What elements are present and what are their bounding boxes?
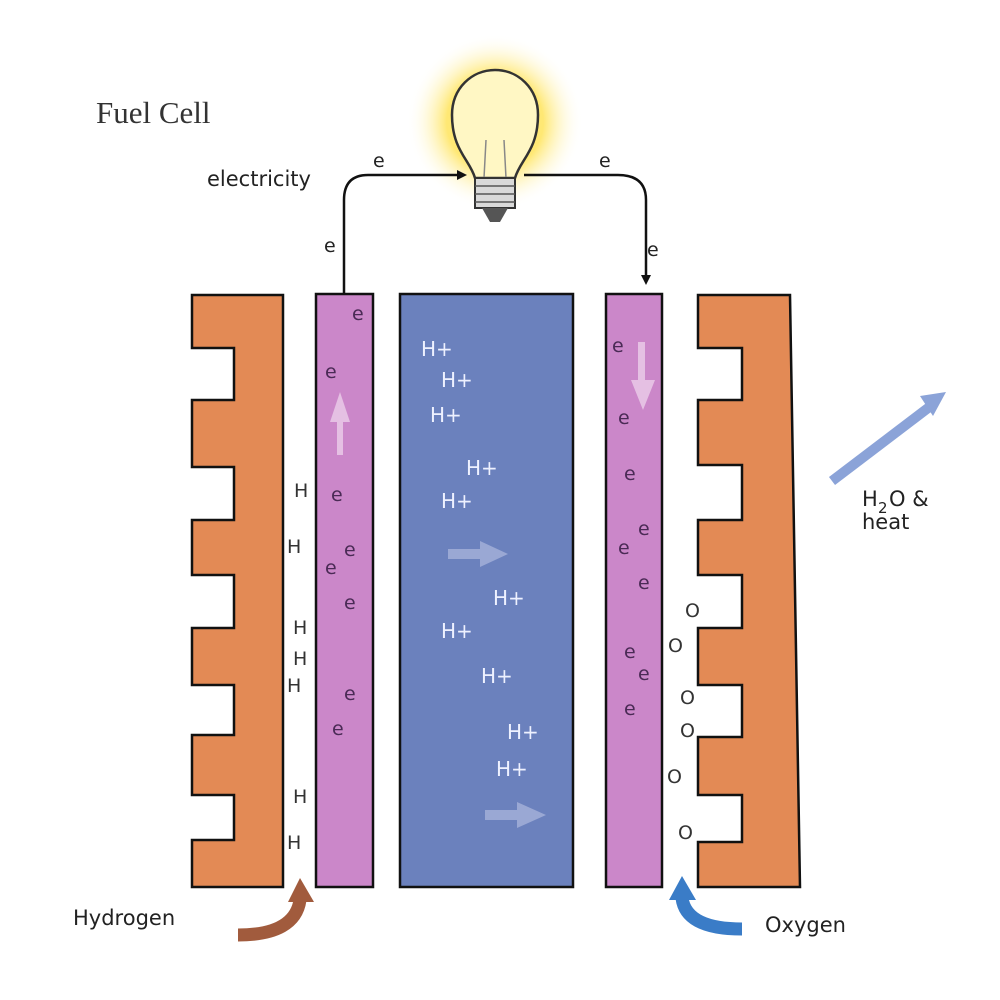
oxygen-atom: O [685,600,700,622]
electron: e [612,335,624,357]
hydrogen-inflow [237,898,307,942]
anode-flow-plate [190,293,285,889]
product-label-h: H [862,487,878,511]
proton: H+ [441,368,473,392]
electron: e [325,361,337,383]
product-label-subscript: 2 [878,499,888,517]
electron: e [618,407,630,429]
page-title: Fuel Cell [96,95,211,130]
oxygen-label: Oxygen [765,913,846,937]
electron-label: e [373,150,385,172]
curved-arrow-icon [288,878,314,902]
electron: e [344,592,356,614]
oxygen-atom: O [680,687,695,709]
hydrogen-atom: H [294,480,308,502]
electron: e [638,572,650,594]
curved-arrow-icon [920,392,946,416]
electron: e [624,463,636,485]
proton: H+ [441,619,473,643]
hydrogen-atom: H [293,648,307,670]
proton: H+ [481,664,513,688]
electron: e [325,557,337,579]
proton: H+ [430,403,462,427]
electron: e [352,303,364,325]
proton: H+ [441,489,473,513]
electricity-label: electricity [207,167,311,191]
anode [314,292,375,889]
electron-label: e [599,150,611,172]
up-arrow-icon [330,392,350,455]
electron: e [638,518,650,540]
oxygen-atom: O [667,766,682,788]
oxygen-inflow [675,896,743,936]
hydrogen-atom: H [293,617,307,639]
hydrogen-atom: H [287,536,301,558]
electron-label: e [647,239,659,261]
right-arrow-icon [485,802,546,828]
proton: H+ [421,337,453,361]
electron: e [344,683,356,705]
proton: H+ [493,586,525,610]
oxygen-atom: O [668,635,683,657]
electron: e [344,539,356,561]
wire-right [524,173,651,285]
electron: e [332,718,344,740]
curved-arrow-icon [669,876,696,900]
oxygen-atom: O [680,720,695,742]
particles: eeeeeeeeeeeeeeeeeHHHHHHHH+H+H+H+H+H+H+H+… [287,303,700,854]
product-label: H 2 O & heat [862,487,929,534]
electron: e [624,641,636,663]
proton: H+ [496,757,528,781]
wire-left [342,170,467,294]
product-label-heat: heat [862,510,909,534]
proton: H+ [466,456,498,480]
electron: e [638,663,650,685]
proton: H+ [507,720,539,744]
cathode [604,292,664,889]
product-outflow [828,401,936,485]
down-arrow-icon [631,342,655,410]
hydrogen-atom: H [287,675,301,697]
right-arrow-icon [448,541,508,567]
electron: e [624,698,636,720]
light-bulb-icon [450,68,540,222]
electron-label: e [324,235,336,257]
electron: e [331,484,343,506]
electrolyte-membrane [398,292,575,889]
hydrogen-atom: H [287,832,301,854]
hydrogen-atom: H [293,786,307,808]
hydrogen-label: Hydrogen [73,906,175,930]
product-label-rest: O & [889,487,929,511]
electron: e [618,537,630,559]
cathode-flow-plate [696,293,802,889]
oxygen-atom: O [678,822,693,844]
